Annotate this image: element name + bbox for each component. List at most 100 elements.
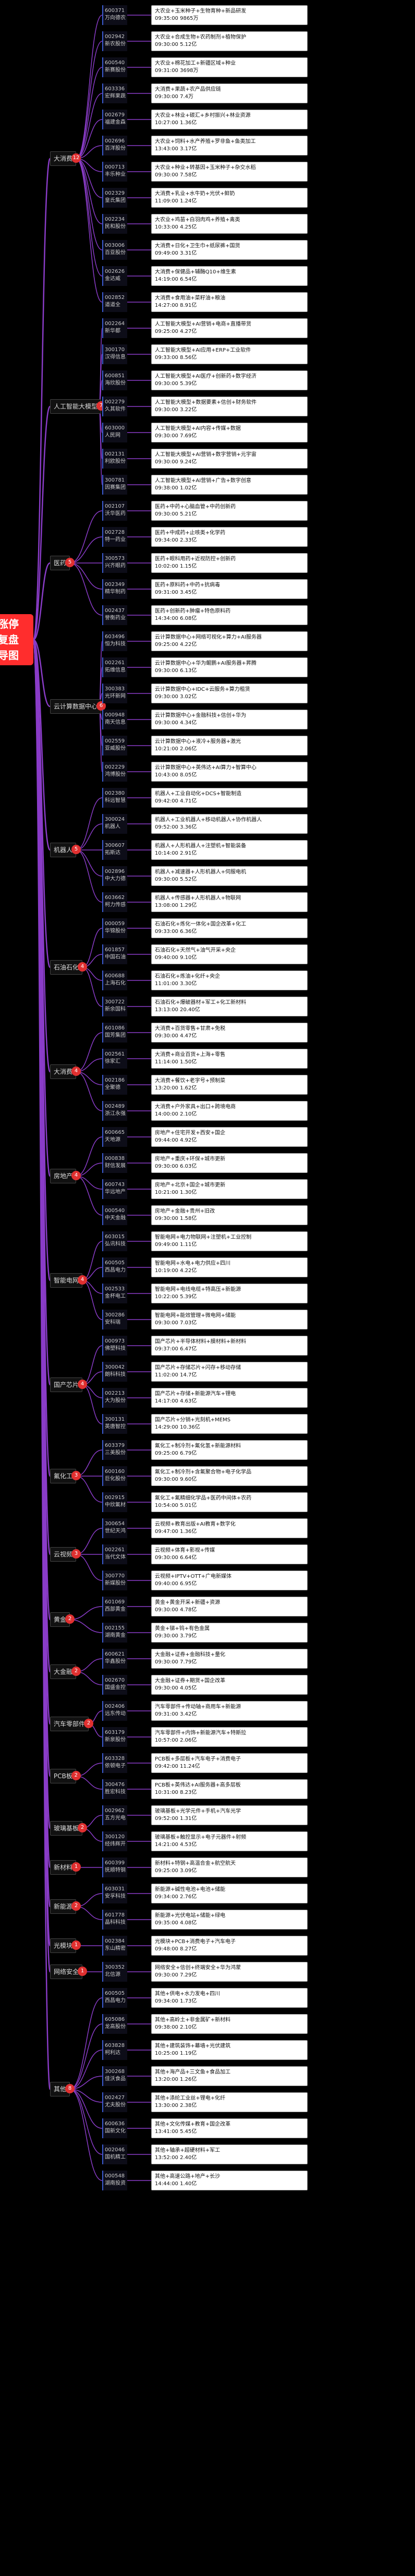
root-node[interactable]: 涨停复盘导图8-28排 xyxy=(0,614,33,665)
